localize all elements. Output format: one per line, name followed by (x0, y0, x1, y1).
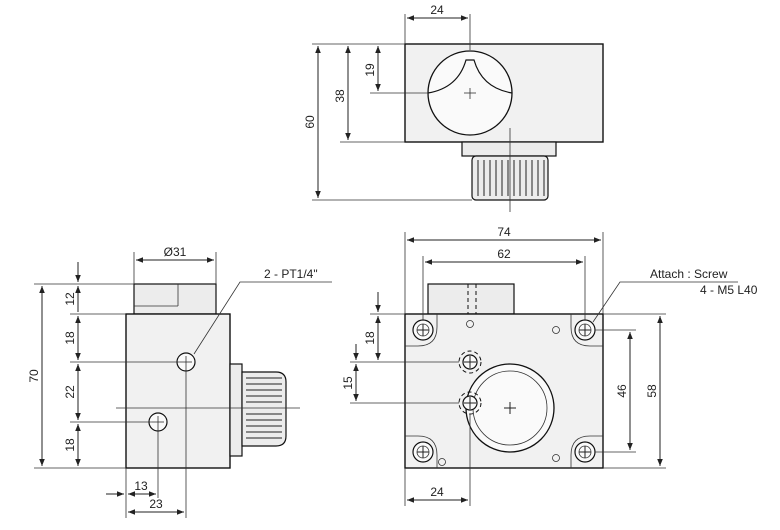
screw-label-line2: 4 - M5 L40 (700, 283, 758, 297)
top-view: 24 60 38 19 (303, 3, 604, 212)
screw-leader-line (592, 281, 738, 323)
dim-offset-small: 13 (134, 479, 148, 493)
dim-front-height: 58 (645, 384, 659, 398)
top-view-knurl-ribs (477, 160, 545, 196)
front-view-small-hole (552, 454, 560, 462)
front-view-notch (570, 314, 603, 347)
side-view-top-block (133, 283, 217, 315)
dim-top-height-upper: 19 (363, 63, 377, 77)
front-view: 74 62 58 46 18 15 24 Attach : Screw 4 (341, 225, 758, 506)
dim-diameter: Ø31 (164, 245, 187, 259)
dim-hole-b: 15 (341, 376, 355, 390)
front-view-top-block (427, 283, 515, 315)
front-view-screw-tr (574, 319, 596, 341)
side-view-knurled-knob (241, 371, 287, 447)
top-view-collar (461, 141, 557, 157)
front-view-port-upper (458, 350, 482, 374)
dim-hole-a: 18 (363, 331, 377, 345)
dim-side-total: 70 (27, 369, 41, 383)
dim-offset-large: 23 (149, 497, 163, 511)
front-view-screw-bl (412, 441, 434, 463)
side-view-knurl-ribs (246, 377, 282, 439)
side-view: 2 - PT1/4" Ø31 70 12 18 22 18 13 23 (27, 245, 332, 518)
top-view-knob-profile (427, 59, 513, 94)
dim-front-width: 74 (497, 225, 511, 239)
port-label: 2 - PT1/4" (264, 267, 318, 281)
dim-side-seg-b: 22 (63, 385, 77, 399)
front-view-notch (405, 435, 438, 468)
front-view-screw-br (574, 441, 596, 463)
dim-side-seg-a: 18 (63, 331, 77, 345)
dim-side-seg-top: 12 (63, 292, 77, 306)
front-view-small-hole (438, 458, 446, 466)
dim-front-bottom: 24 (430, 485, 444, 499)
dim-side-seg-c: 18 (63, 438, 77, 452)
side-view-collar (229, 363, 243, 457)
screw-label-line1: Attach : Screw (650, 267, 728, 281)
dim-top-width: 24 (430, 3, 444, 17)
front-view-screw-tl (412, 319, 434, 341)
side-view-body (125, 313, 231, 469)
dim-top-height-mid: 38 (333, 89, 347, 103)
front-view-small-hole (466, 320, 474, 328)
front-view-notch (570, 435, 603, 468)
port-leader-line (193, 281, 332, 355)
dim-front-inner-height: 46 (615, 384, 629, 398)
dim-front-inner: 62 (497, 247, 511, 261)
dim-top-height-total: 60 (303, 115, 317, 129)
front-view-notch (405, 314, 438, 347)
front-view-small-hole (552, 326, 560, 334)
